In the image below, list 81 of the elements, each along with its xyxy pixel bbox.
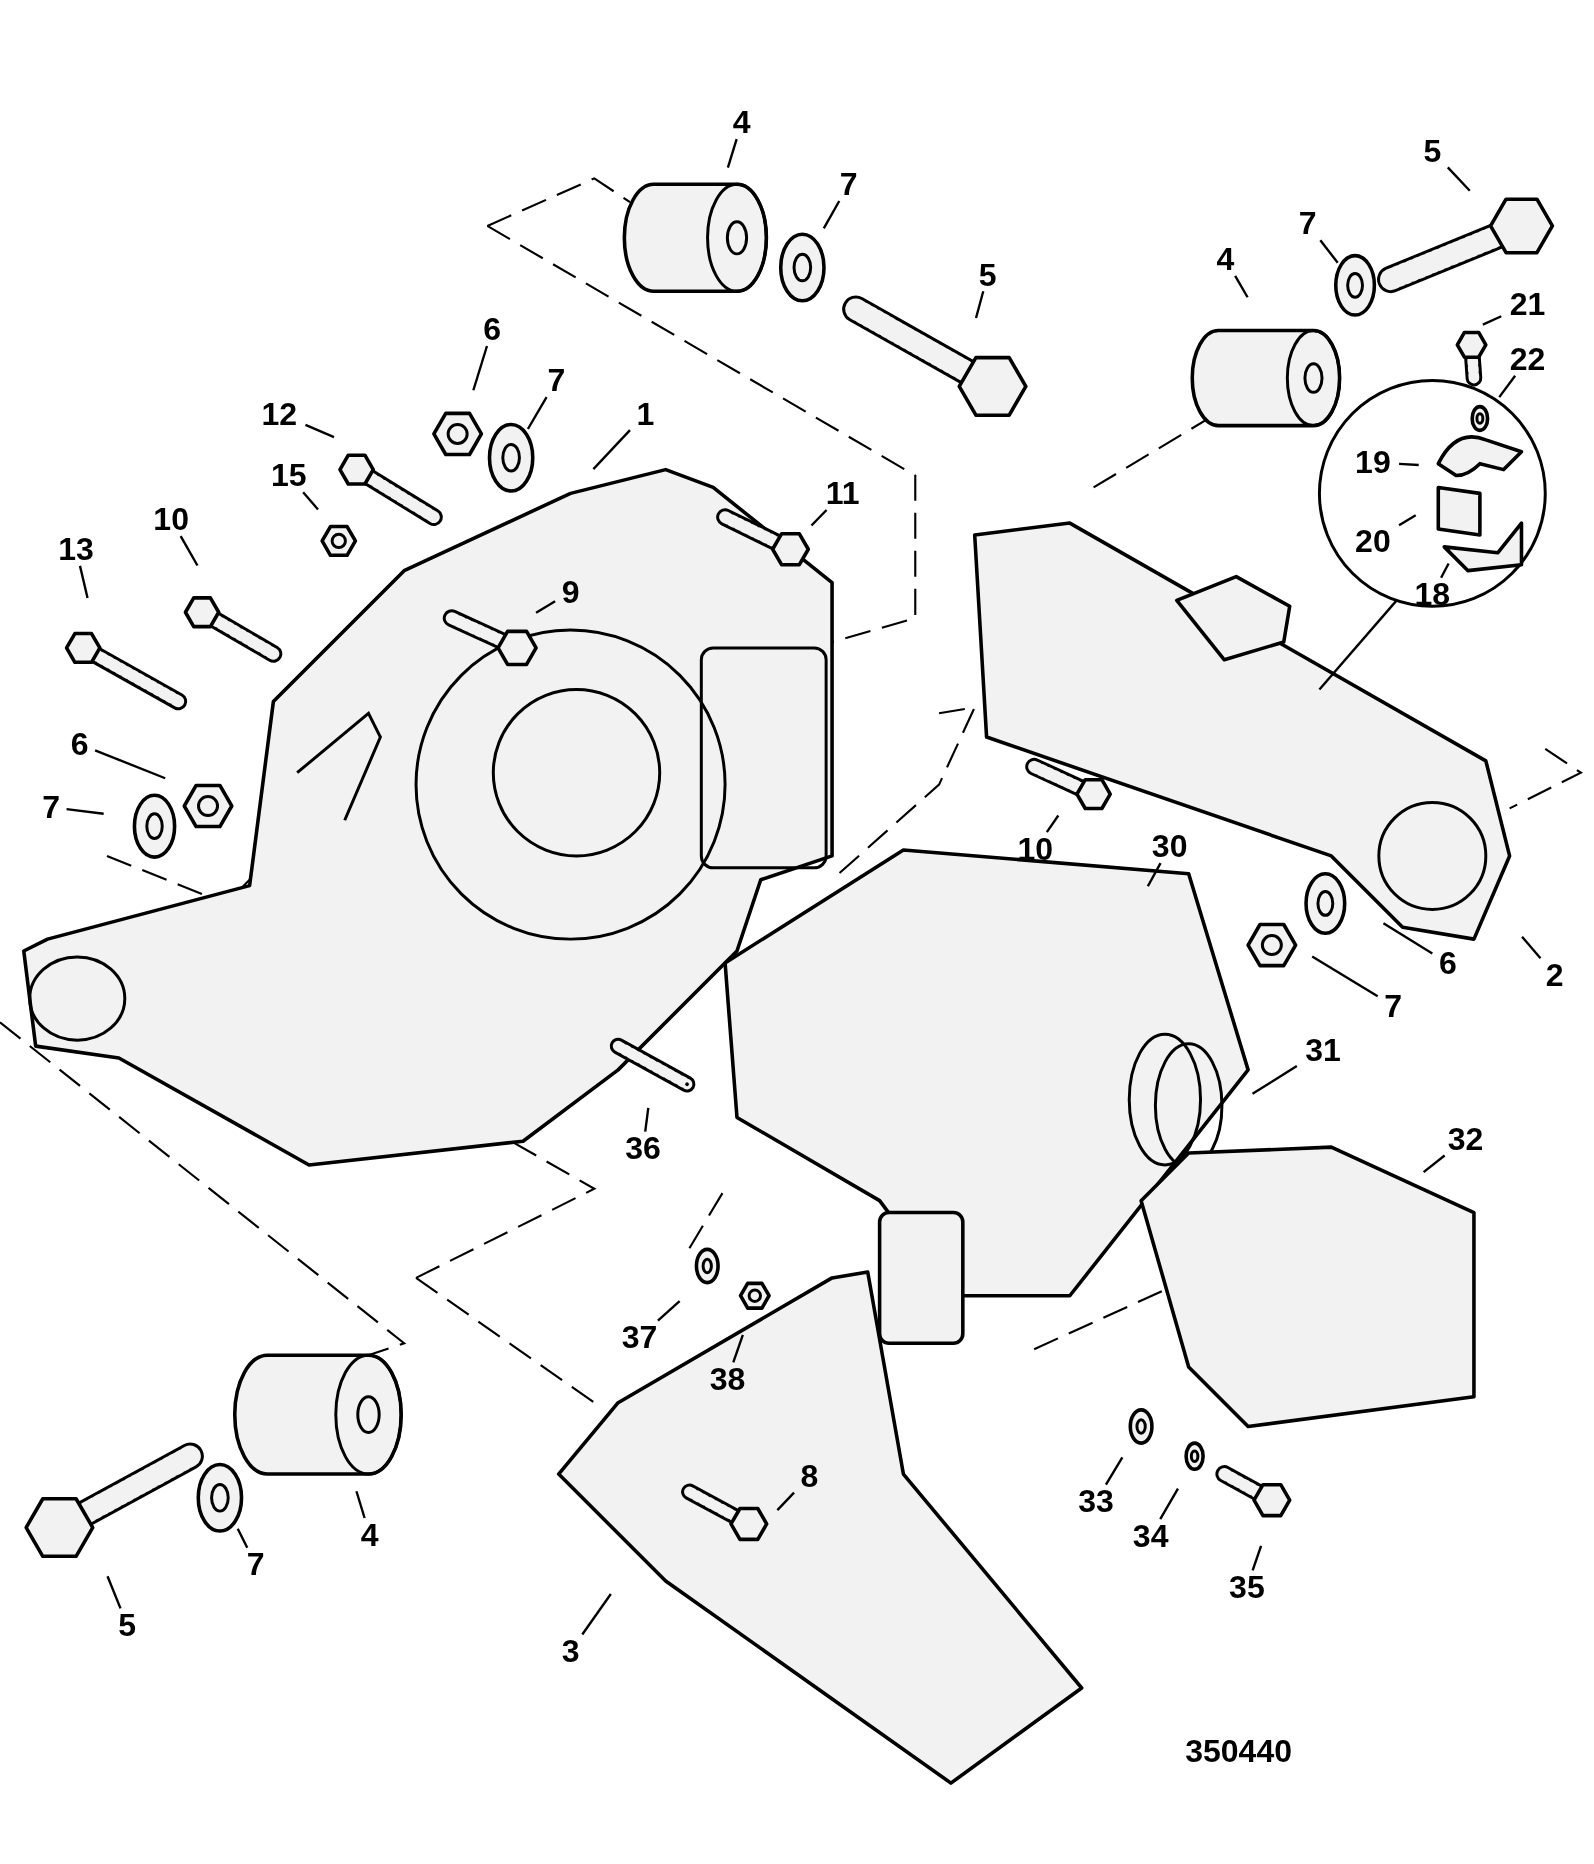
leader-line <box>106 1575 122 1609</box>
leader-line <box>1319 239 1339 264</box>
leader-line <box>535 600 556 614</box>
leader-line <box>776 1491 795 1511</box>
leader-line <box>974 291 985 319</box>
callout-number: 30 <box>1151 830 1188 863</box>
leader-line <box>1251 1545 1263 1571</box>
leader-line <box>810 509 828 527</box>
leader-line <box>526 396 548 430</box>
leader-line <box>1045 814 1060 833</box>
callout-number: 35 <box>1229 1570 1265 1603</box>
leader-line <box>1498 375 1517 398</box>
callout-number: 12 <box>261 397 298 430</box>
leader-line <box>581 1593 612 1636</box>
leader-line <box>472 345 489 391</box>
leader-line <box>1159 1488 1179 1520</box>
leader-line <box>66 807 104 815</box>
leader-line <box>726 138 738 169</box>
callout-number: 31 <box>1305 1033 1341 1066</box>
callout-number: 4 <box>360 1518 379 1551</box>
callout-number: 7 <box>839 168 858 201</box>
callout-number: 4 <box>732 106 751 139</box>
leader-line <box>1521 935 1542 959</box>
callout-number: 10 <box>1017 832 1054 865</box>
callout-number: 9 <box>561 575 580 608</box>
callout-number: 7 <box>246 1548 265 1581</box>
callout-number: 5 <box>1423 134 1442 167</box>
callout-number: 10 <box>153 503 189 536</box>
leader-line <box>94 749 166 780</box>
leader-line <box>1104 1456 1124 1486</box>
leader-line <box>1311 955 1379 998</box>
leader-line <box>732 1334 744 1363</box>
callout-number: 20 <box>1355 524 1391 557</box>
callout-number: 36 <box>625 1132 661 1165</box>
callout-number: 38 <box>709 1362 746 1395</box>
callout-number: 6 <box>483 313 501 346</box>
callout-number: 4 <box>1216 243 1235 276</box>
leader-line <box>179 535 199 567</box>
callout-number: 22 <box>1509 342 1546 375</box>
leader-line <box>302 491 319 511</box>
callout-number: 21 <box>1509 288 1546 321</box>
leader-line <box>592 429 631 470</box>
figure-number: 350440 <box>1185 1734 1292 1767</box>
leader-line <box>1234 275 1249 298</box>
leader-line <box>1146 862 1162 887</box>
leader-line <box>78 565 89 599</box>
callout-number: 7 <box>42 791 60 824</box>
callout-number: 11 <box>825 477 860 510</box>
leader-line <box>1399 462 1419 467</box>
callout-number: 6 <box>70 728 89 761</box>
leader-line <box>1482 315 1502 326</box>
callout-number: 5 <box>978 258 997 291</box>
callout-number: 1 <box>636 397 655 430</box>
callout-number: 7 <box>1298 207 1317 240</box>
leader-line <box>236 1528 249 1549</box>
leader-line <box>822 200 841 229</box>
callout-number: 37 <box>621 1321 658 1354</box>
leader-line <box>1251 1065 1298 1095</box>
callout-number: 33 <box>1078 1485 1114 1518</box>
leader-line <box>1382 922 1433 955</box>
callout-number: 13 <box>58 533 94 566</box>
leader-line <box>1440 562 1450 579</box>
callout-number: 5 <box>118 1608 137 1641</box>
callout-number: 2 <box>1545 958 1564 991</box>
callout-number: 8 <box>800 1460 819 1493</box>
callout-number: 6 <box>1438 946 1457 979</box>
leader-line <box>1422 1154 1446 1174</box>
callout-number: 19 <box>1355 446 1391 479</box>
leader-line <box>1446 166 1471 192</box>
leader-line <box>657 1300 681 1322</box>
leader-line <box>644 1107 650 1132</box>
callout-number: 7 <box>1384 989 1402 1022</box>
leader-line <box>1398 514 1417 527</box>
callout-number: 3 <box>561 1635 580 1668</box>
callout-number: 7 <box>547 364 566 397</box>
leader-line <box>355 1490 366 1519</box>
callout-number: 32 <box>1447 1122 1484 1155</box>
callout-number: 34 <box>1132 1519 1169 1552</box>
leader-line <box>305 423 335 439</box>
callout-number: 15 <box>271 459 307 492</box>
callout-number: 18 <box>1414 578 1451 611</box>
